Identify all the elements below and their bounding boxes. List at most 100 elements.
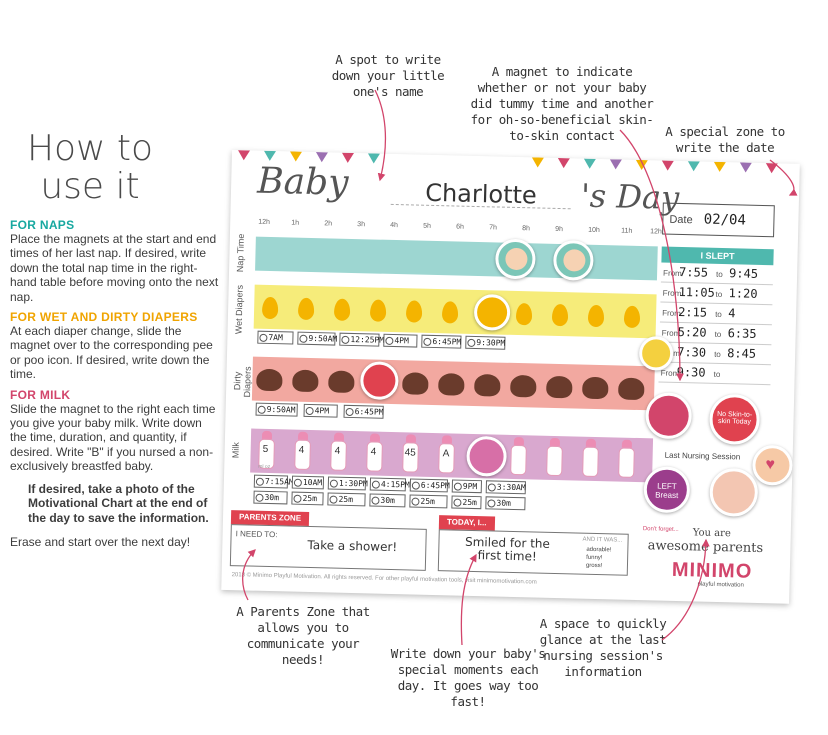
milk-duration[interactable]: 25m xyxy=(327,492,366,507)
left-breast-magnet[interactable]: LEFT Breast xyxy=(643,466,691,514)
baby-face-icon xyxy=(505,247,528,271)
date-value: 02/04 xyxy=(703,211,747,229)
tummy-time-magnet[interactable] xyxy=(645,392,693,440)
milk-time[interactable]: 6:45PM xyxy=(409,478,450,493)
bottle-icon xyxy=(369,433,381,442)
bottle-icon xyxy=(333,432,345,441)
wet-time[interactable]: 7AM xyxy=(257,330,294,345)
milk-duration[interactable]: 30m xyxy=(485,496,526,511)
baby-name[interactable]: Charlotte xyxy=(424,178,538,210)
slept-to: 6:35 xyxy=(727,326,757,341)
callout-date-zone: A special zone to write the date xyxy=(665,124,785,155)
wet-time[interactable]: 9:50AM xyxy=(297,331,337,346)
bottle-icon xyxy=(546,445,563,477)
nap-band xyxy=(255,236,658,281)
milk-time[interactable]: 9PM xyxy=(451,479,483,494)
milk-row-label: Milk xyxy=(230,442,241,459)
skin-to-skin-magnet[interactable]: No Skin-to-skin Today xyxy=(708,393,761,445)
bottle-icon xyxy=(582,446,599,478)
milk-heading: FOR MILK xyxy=(10,387,71,402)
bottle-icon xyxy=(261,430,273,440)
today-value: Smiled for the first time! xyxy=(464,534,551,564)
how-to-title: How to use it xyxy=(26,128,154,207)
milk-time[interactable]: 3:30AM xyxy=(485,480,526,495)
dirty-time[interactable]: 4PM xyxy=(303,403,338,418)
to-label: to xyxy=(714,329,722,340)
poo-icon xyxy=(292,369,319,393)
hour-label: 3h xyxy=(357,221,366,229)
milk-amount: 4 xyxy=(334,445,341,457)
dirty-row: Dirty Diapers 9:50AM 4PM 6:45PM xyxy=(232,356,655,429)
pee-drop-icon xyxy=(261,296,279,320)
dirty-time[interactable]: 6:45PM xyxy=(343,404,384,419)
and-it-was: AND IT WAS... xyxy=(582,536,623,544)
to-label: to xyxy=(714,349,721,360)
milk-time[interactable]: 10AM xyxy=(291,475,325,490)
nap-row: Nap Time xyxy=(235,233,658,285)
bottle-icon xyxy=(405,434,417,443)
bottle-icon xyxy=(513,436,525,446)
to-label: to xyxy=(713,369,721,379)
milk-duration[interactable]: 25m xyxy=(409,494,448,509)
pee-drop-icon xyxy=(551,303,569,327)
need-label: I NEED TO: xyxy=(235,529,278,540)
callout-nursing: A space to quickly glance at the last nu… xyxy=(539,616,667,679)
wet-time[interactable]: 12:25PM xyxy=(339,332,384,347)
hour-label: 6h xyxy=(456,223,465,231)
bottle-icon xyxy=(585,438,597,447)
to-label: to xyxy=(715,309,722,320)
milk-amount: A xyxy=(442,448,450,460)
option-funny[interactable]: funny! xyxy=(586,554,603,562)
option-adorable[interactable]: adorable! xyxy=(586,546,612,554)
hour-label: 11h xyxy=(621,227,633,235)
pee-drop-icon xyxy=(369,299,387,322)
milk-time[interactable]: 4:15PM xyxy=(369,477,410,492)
callout-magnet: A magnet to indicate whether or not your… xyxy=(470,64,654,143)
last-nursing-label: Last Nursing Session xyxy=(664,450,741,462)
milk-time[interactable]: 7:15AM xyxy=(253,474,294,489)
breast-icon xyxy=(709,467,759,517)
bottle-icon xyxy=(441,435,453,444)
bottle-icon: 4 xyxy=(366,441,383,472)
bottle-icon xyxy=(621,439,633,448)
dont-forget: Don't forget... xyxy=(642,526,679,534)
slept-from: 5:20 xyxy=(677,324,707,340)
to-label: to xyxy=(715,269,723,280)
brand-tagline: playful motivation xyxy=(697,581,744,589)
poo-icon xyxy=(474,373,501,397)
wet-time[interactable]: 9:30PM xyxy=(465,335,506,350)
date-box[interactable]: Date 02/04 xyxy=(662,202,775,238)
heart-icon: ♥ xyxy=(765,456,776,474)
milk-duration[interactable]: 30m xyxy=(253,490,288,505)
milk-duration[interactable]: 30m xyxy=(369,493,406,508)
milk-time[interactable]: 1:30PM xyxy=(327,476,368,491)
milk-duration[interactable]: 25m xyxy=(291,491,324,506)
poo-icon xyxy=(618,377,645,401)
title-baby: Baby xyxy=(256,160,350,204)
wet-time[interactable]: 4PM xyxy=(383,333,418,348)
wet-row-label: Wet Diapers xyxy=(233,284,245,335)
option-gross[interactable]: gross! xyxy=(585,562,603,570)
hearts-magnet[interactable]: ♥ xyxy=(751,444,793,486)
milk-duration[interactable]: 25m xyxy=(451,495,482,510)
date-label: Date xyxy=(669,213,693,227)
milk-amount: 45 xyxy=(404,447,416,459)
poo-icon xyxy=(402,372,429,395)
poo-icon xyxy=(546,375,573,399)
pee-drop-icon xyxy=(441,301,459,324)
slept-from: 11:05 xyxy=(678,284,715,300)
callout-moments: Write down your baby's special moments e… xyxy=(390,646,546,709)
milk-unit: ml oz xyxy=(258,463,271,471)
wet-time[interactable]: 6:45PM xyxy=(421,334,462,349)
dirty-time[interactable]: 9:50AM xyxy=(255,402,298,417)
bottle-icon xyxy=(549,437,561,447)
hour-label: 8h xyxy=(522,225,531,233)
callout-name-spot: A spot to write down your little one's n… xyxy=(331,52,445,99)
today-title: TODAY, I... xyxy=(438,515,495,531)
